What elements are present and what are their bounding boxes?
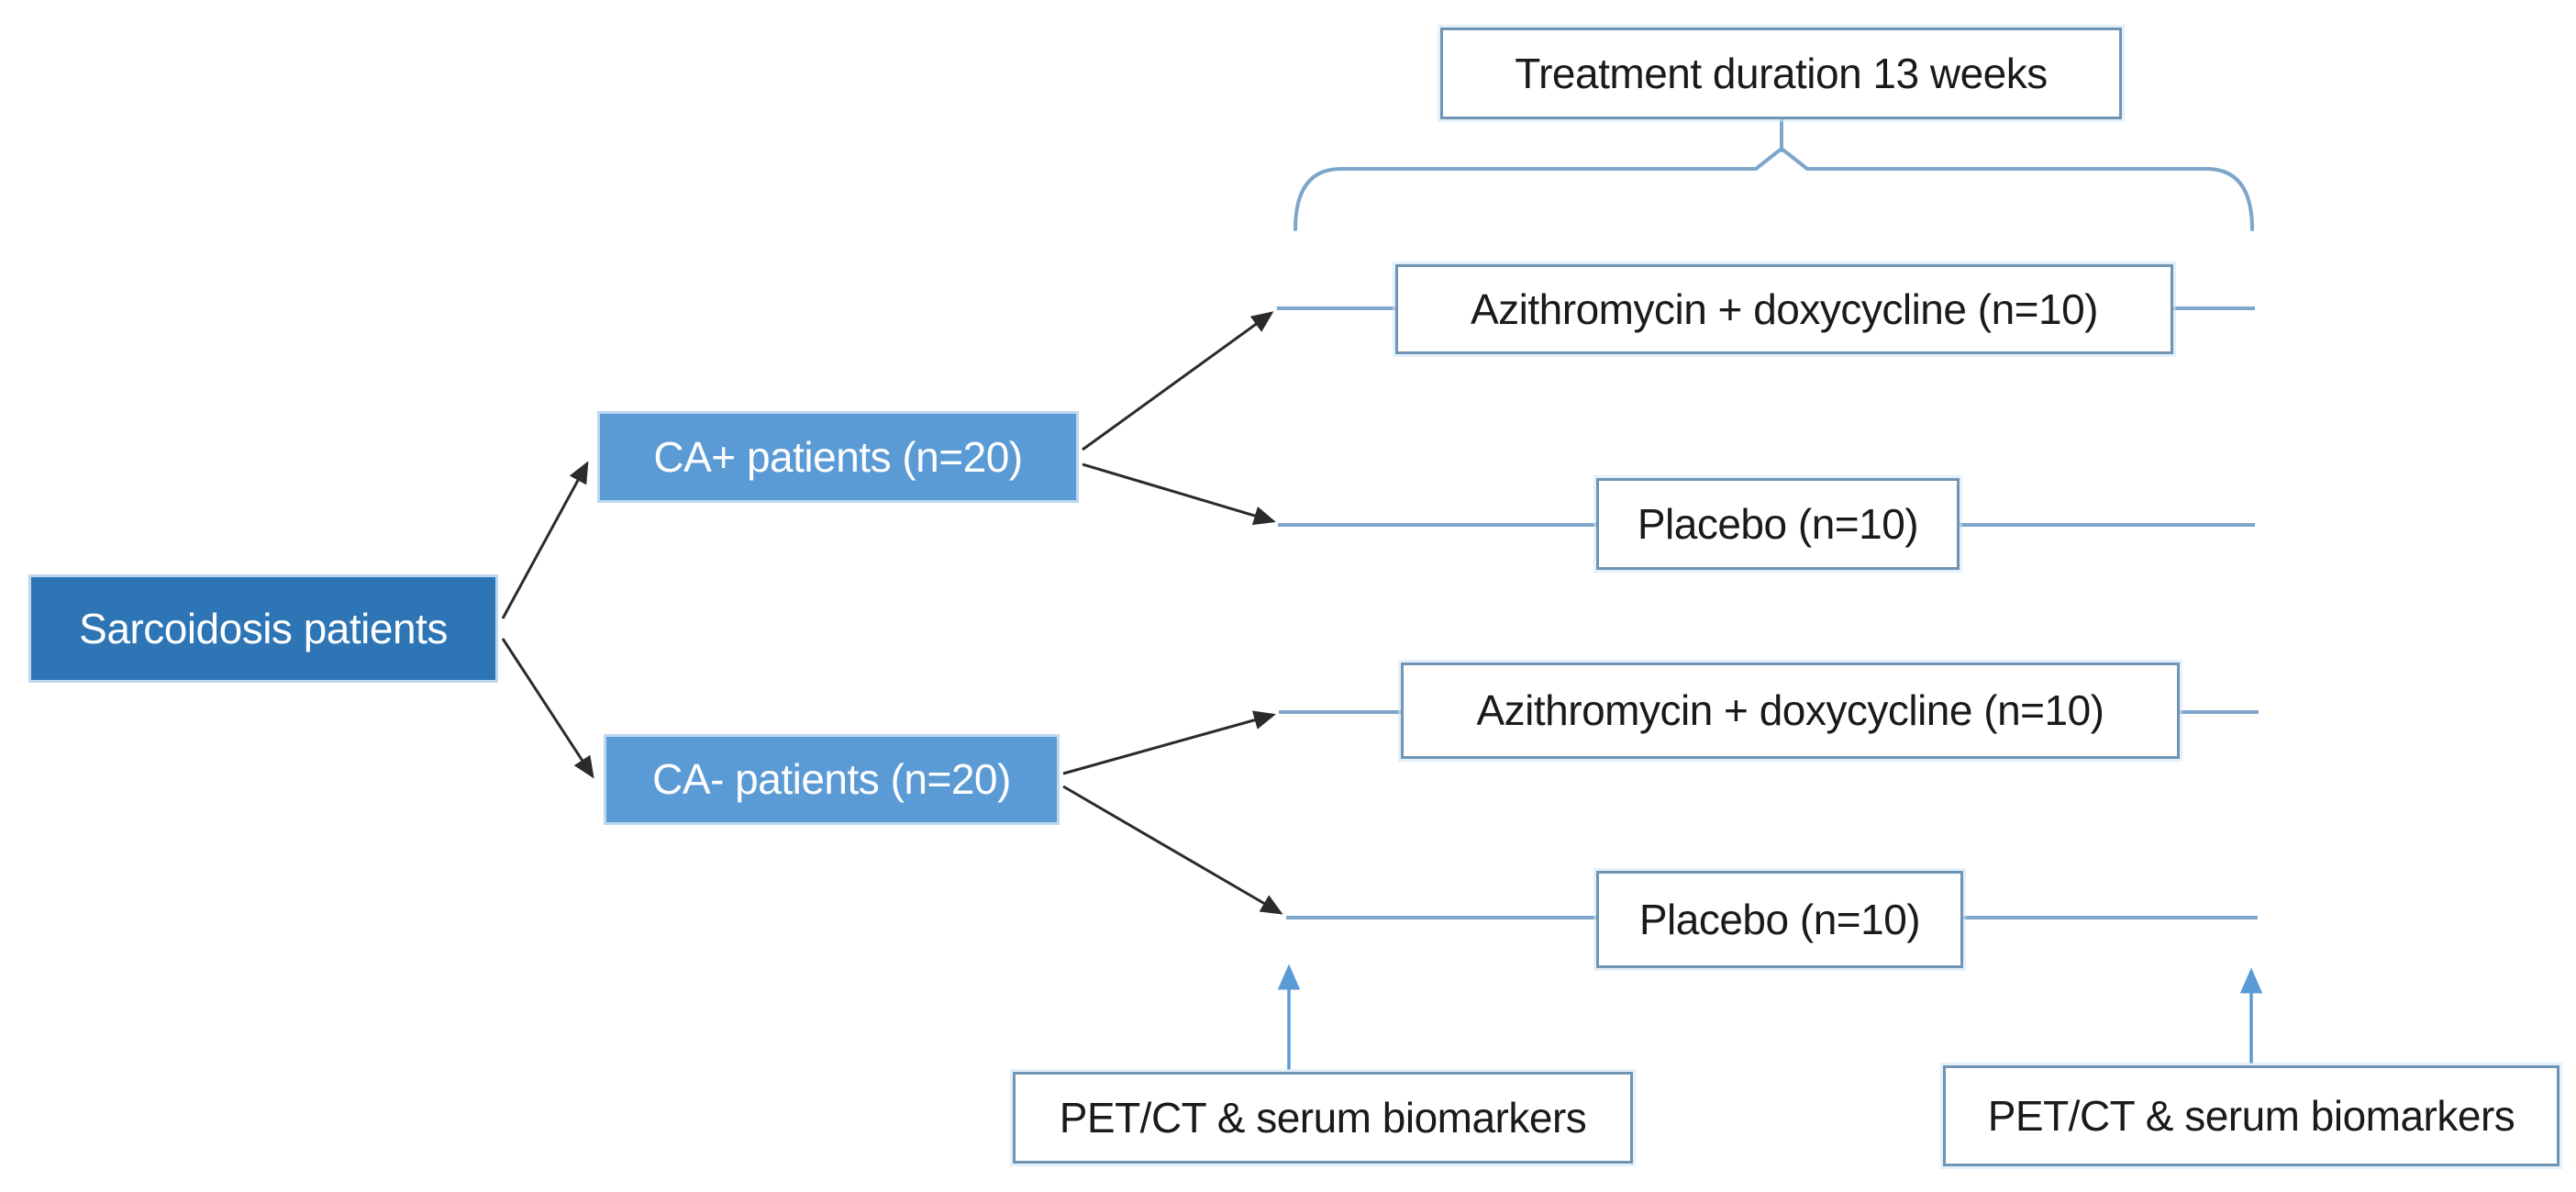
assessment-end-box: PET/CT & serum biomarkers <box>1943 1065 2559 1166</box>
arrow-population-to-ca-negative <box>501 638 594 779</box>
arm-placebo-ca-positive-box: Placebo (n=10) <box>1596 478 1960 570</box>
population-box: Sarcoidosis patients <box>28 574 498 683</box>
ca-positive-group-box: CA+ patients (n=20) <box>597 411 1079 503</box>
duration-brace <box>1294 147 2254 231</box>
ca-negative-group-box: CA- patients (n=20) <box>604 734 1060 825</box>
arrow-ca-negative-to-placebo <box>1062 785 1283 915</box>
treatment-duration-box: Treatment duration 13 weeks <box>1440 28 2122 119</box>
assessment-baseline-box: PET/CT & serum biomarkers <box>1013 1072 1633 1164</box>
arm-azithromycin-ca-positive-box: Azithromycin + doxycycline (n=10) <box>1395 264 2173 354</box>
arrow-ca-positive-to-azithromycin <box>1082 311 1274 451</box>
arrow-ca-positive-to-placebo <box>1082 462 1276 526</box>
arm-placebo-ca-negative-box: Placebo (n=10) <box>1596 871 1963 968</box>
arm-azithromycin-ca-negative-box: Azithromycin + doxycycline (n=10) <box>1401 663 2180 759</box>
arrow-ca-negative-to-azithromycin <box>1062 710 1276 775</box>
arrow-population-to-ca-positive <box>501 461 589 619</box>
